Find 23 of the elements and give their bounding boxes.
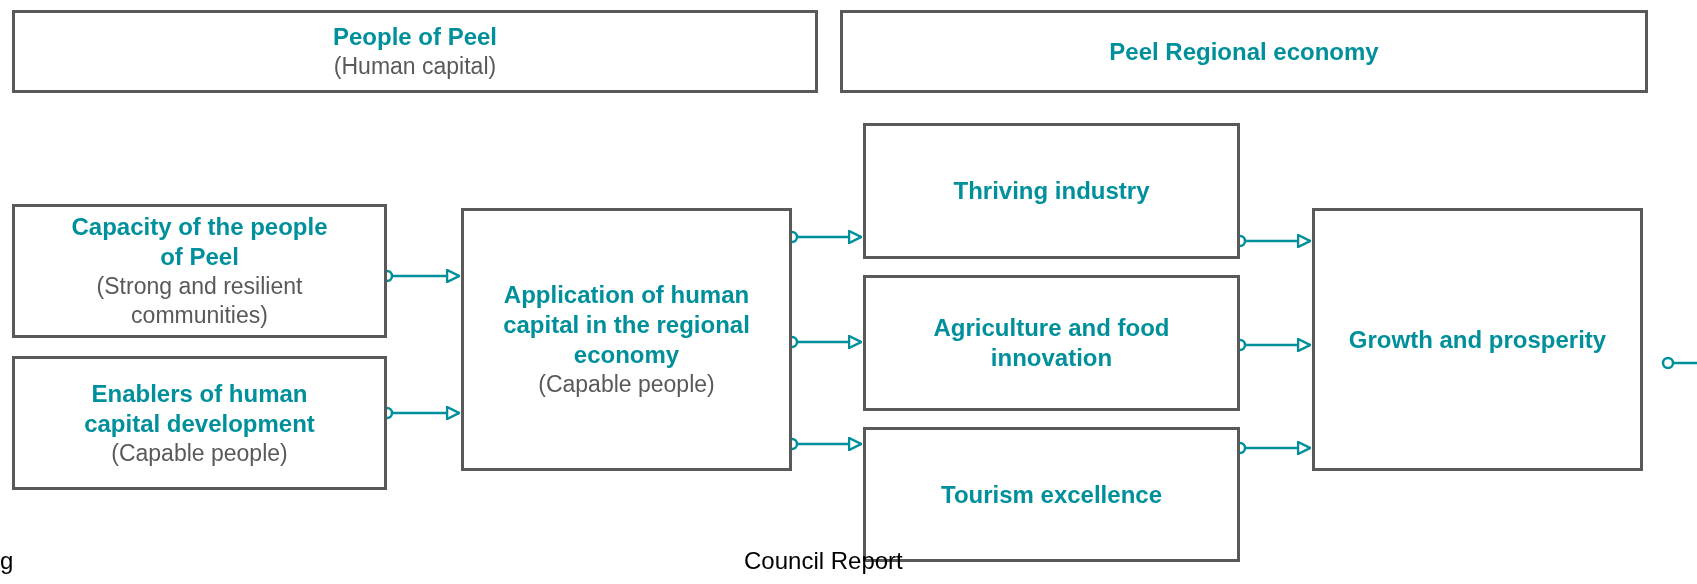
process-box xyxy=(12,204,387,338)
box-subtitle: (Capable people) xyxy=(111,438,288,468)
process-box xyxy=(1312,208,1643,471)
box-heading: People of Peel xyxy=(332,22,498,52)
process-box xyxy=(12,10,818,93)
box-heading: Peel Regional economy xyxy=(1109,36,1379,67)
process-box xyxy=(863,123,1240,259)
footer-text: g xyxy=(0,547,14,575)
box-subtitle: (Capable people) xyxy=(538,370,715,399)
box-heading: Thriving industry xyxy=(953,176,1150,206)
box-heading: Agriculture and food innovation xyxy=(932,313,1171,373)
box-subtitle: (Strong and resilient communities) xyxy=(95,272,304,330)
process-box xyxy=(863,275,1240,411)
box-heading: Enablers of human capital development xyxy=(83,378,316,439)
process-box xyxy=(461,208,792,471)
footer-text: Council Report xyxy=(744,547,903,575)
box-heading: Growth and prosperity xyxy=(1348,324,1607,355)
box-heading: Capacity of the people of Peel xyxy=(70,212,329,272)
box-heading: Application of human capital in the regional economy xyxy=(502,280,751,370)
process-box xyxy=(12,356,387,490)
box-heading: Tourism excellence xyxy=(941,479,1162,510)
process-box xyxy=(840,10,1648,93)
box-subtitle: (Human capital) xyxy=(333,52,497,81)
